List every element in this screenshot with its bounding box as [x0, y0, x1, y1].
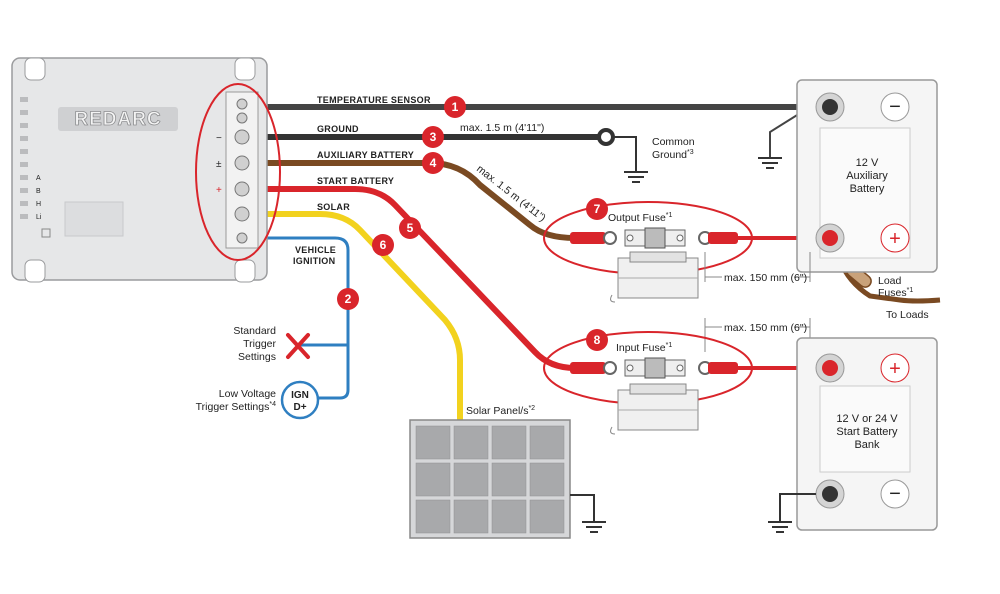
start-battery-plus-sign: + [889, 358, 901, 380]
label-load: Load [878, 275, 902, 287]
label-common: Common [652, 136, 695, 148]
label-ground: GROUND [317, 124, 359, 134]
device-mode-h: H [36, 201, 41, 208]
svg-text:1: 1 [452, 100, 459, 114]
callout-8: 8 [586, 329, 608, 351]
start-battery-voltage: 12 V or 24 V [836, 413, 898, 425]
label-vehicle: VEHICLE [295, 245, 336, 255]
aux-battery-ground-symbol [758, 157, 782, 169]
auxiliary-battery: − + 12 V Auxiliary Battery [796, 79, 938, 273]
svg-text:7: 7 [594, 202, 601, 216]
label-max-150-top: max. 150 mm (6") [724, 272, 807, 284]
aux-battery-minus-sign: − [889, 96, 901, 118]
label-to-loads: To Loads [886, 309, 929, 321]
label-fuses: Fuses*1 [878, 287, 913, 299]
ign-d-plus-text: D+ [293, 402, 306, 413]
ign-text: IGN [291, 390, 309, 401]
label-temperature-sensor: TEMPERATURE SENSOR [317, 95, 431, 105]
svg-text:5: 5 [407, 221, 414, 235]
label-ground-common: Ground*3 [652, 149, 694, 161]
callout-7: 7 [586, 198, 608, 220]
label-standard: Standard [233, 325, 276, 337]
vehicle-ignition-wire [258, 236, 350, 400]
start-battery: + − 12 V or 24 V Start Battery Bank [796, 337, 938, 531]
label-input-fuse: Input Fuse*1 [616, 342, 672, 354]
aux-battery-type: Auxiliary [846, 170, 888, 182]
solar-panel [409, 419, 571, 539]
svg-text:6: 6 [380, 238, 387, 252]
solar-wire [255, 211, 463, 423]
label-start-battery: START BATTERY [317, 176, 394, 186]
label-max-ground: max. 1.5 m (4'11") [460, 122, 544, 134]
label-solar-panel: Solar Panel/s*2 [466, 405, 535, 417]
label-solar: SOLAR [317, 202, 350, 212]
common-ground-symbol [624, 171, 648, 183]
dc-charger-device: REDARC A B H Li − [11, 57, 281, 283]
label-output-fuse: Output Fuse*1 [608, 212, 673, 224]
callout-6: 6 [372, 234, 394, 256]
device-mode-li: Li [36, 214, 42, 221]
start-battery-ground-symbol [768, 521, 792, 533]
device-brand-logo: REDARC [74, 109, 161, 130]
start-battery-word: Bank [854, 439, 880, 451]
ign-badge: IGN D+ [280, 380, 320, 420]
start-battery-minus-sign: − [889, 483, 901, 505]
solar-ground-symbol [582, 521, 606, 533]
terminal-highlight-ellipse [195, 83, 281, 261]
terminal-start-symbol: + [216, 185, 222, 196]
label-settings: Settings [238, 351, 276, 363]
standard-trigger-x-icon [286, 333, 310, 359]
output-fuse-holder [610, 251, 699, 303]
terminal-aux-symbol: ± [216, 159, 222, 170]
terminal-screws [234, 98, 250, 244]
label-auxiliary-battery: AUXILIARY BATTERY [317, 150, 414, 160]
callout-2: 2 [337, 288, 359, 310]
label-max-150-bottom: max. 150 mm (6") [724, 322, 807, 334]
device-mode-a: A [36, 175, 41, 182]
svg-text:4: 4 [430, 156, 437, 170]
device-mode-button [41, 228, 51, 238]
label-low-voltage: Low Voltage [219, 388, 276, 400]
svg-text:3: 3 [430, 130, 437, 144]
start-battery-wire [255, 186, 578, 371]
aux-battery-word: Battery [850, 183, 885, 195]
label-trigger: Trigger [243, 338, 276, 350]
ground-ring-terminal [597, 128, 615, 146]
svg-text:8: 8 [594, 333, 601, 347]
aux-battery-voltage: 12 V [856, 157, 879, 169]
label-low-voltage-trigger: Trigger Settings*4 [196, 401, 276, 413]
input-fuse-holder [610, 383, 699, 435]
callout-3: 3 [422, 126, 444, 148]
device-mode-b: B [36, 188, 41, 195]
svg-text:2: 2 [345, 292, 352, 306]
terminal-ground-symbol: − [216, 133, 222, 144]
aux-battery-plus-sign: + [889, 228, 901, 250]
output-fuse-assembly: Output Fuse*1 [543, 201, 753, 275]
label-max-aux: max. 1.5 m (4'11") [474, 163, 548, 224]
callout-4: 4 [422, 152, 444, 174]
callout-1: 1 [444, 96, 466, 118]
label-ignition: IGNITION [293, 256, 335, 266]
start-battery-type: Start Battery [836, 426, 898, 438]
callout-5: 5 [399, 217, 421, 239]
